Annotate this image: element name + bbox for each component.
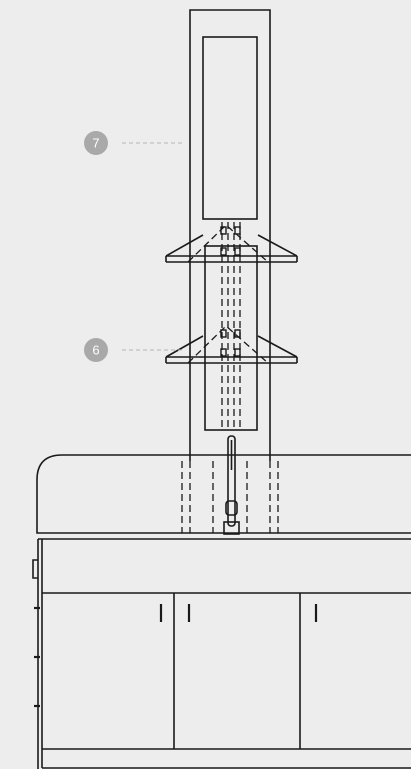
lower-panel-window bbox=[204, 245, 258, 431]
faucet bbox=[223, 435, 240, 535]
callout-badge bbox=[84, 338, 108, 362]
worktop bbox=[36, 454, 411, 534]
callout-7: 7 bbox=[84, 131, 184, 155]
lower-shelf bbox=[165, 335, 298, 364]
side-ticks bbox=[34, 606, 40, 708]
callout-badge bbox=[84, 131, 108, 155]
side-handle bbox=[32, 559, 38, 579]
base-cabinet bbox=[32, 538, 411, 769]
bracket-clips bbox=[220, 226, 241, 357]
callout-6: 6 bbox=[84, 338, 184, 362]
upper-cabinet-window bbox=[202, 36, 258, 220]
callout-number: 6 bbox=[92, 343, 99, 358]
riser-frame bbox=[189, 9, 271, 461]
door-handles bbox=[159, 604, 318, 622]
hidden-lines bbox=[181, 222, 279, 533]
upper-shelf bbox=[165, 234, 298, 263]
callout-number: 7 bbox=[92, 136, 99, 151]
riser-panel bbox=[189, 9, 271, 461]
